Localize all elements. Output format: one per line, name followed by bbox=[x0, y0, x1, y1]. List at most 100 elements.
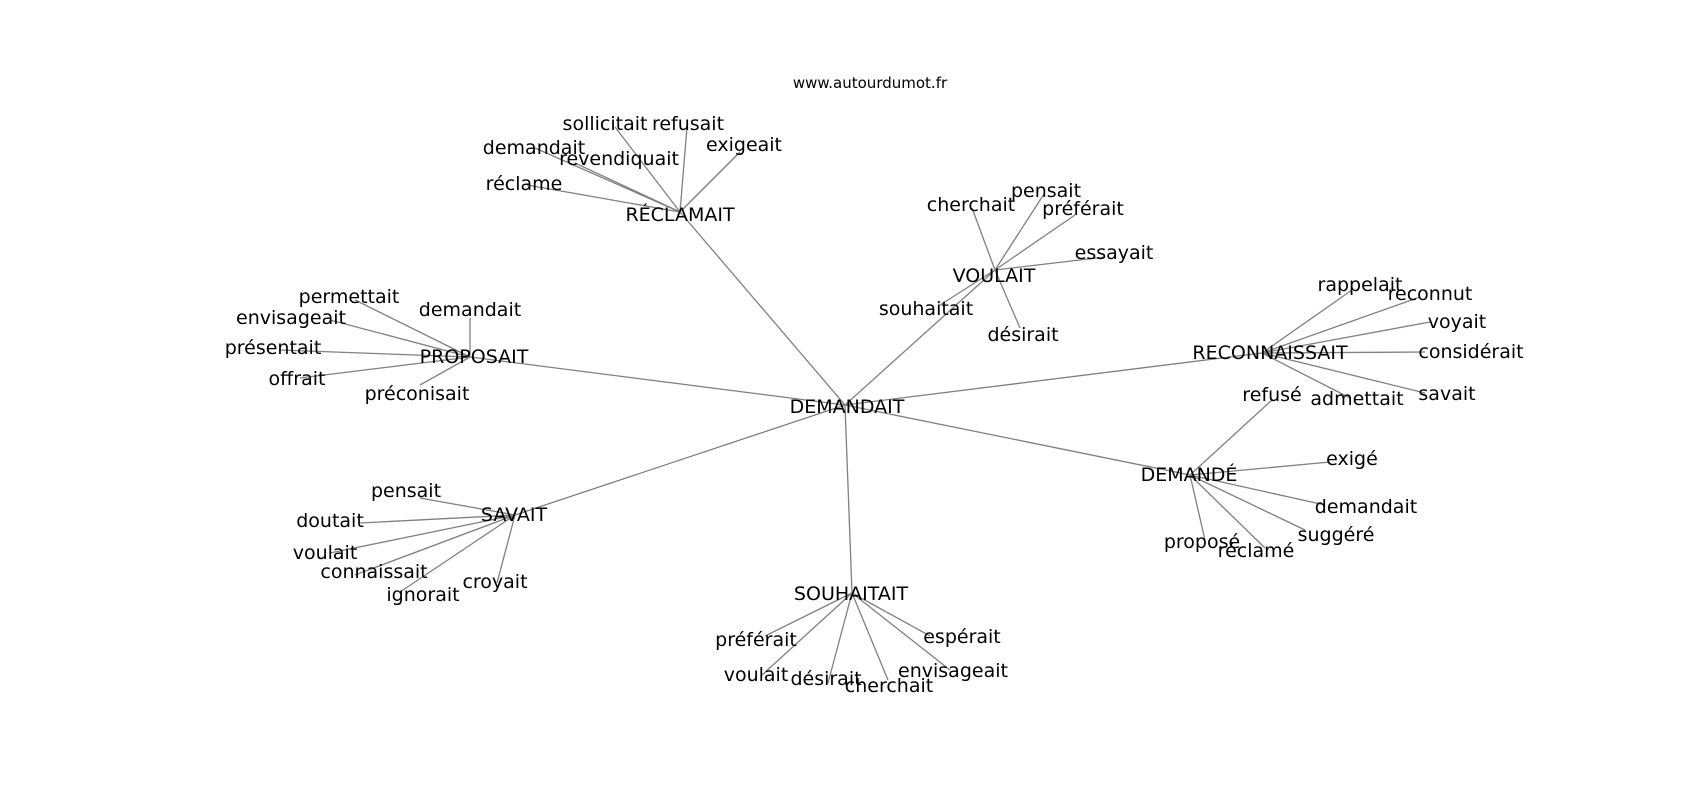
word-node: désirait bbox=[987, 324, 1058, 346]
edge-hub-to-word bbox=[1189, 474, 1326, 506]
edge-center-to-hub bbox=[679, 211, 846, 406]
edge-hub-to-word bbox=[329, 514, 516, 554]
edge-hub-to-word bbox=[761, 592, 853, 676]
word-node: pensait bbox=[1011, 180, 1081, 202]
word-node: proposé bbox=[1164, 531, 1240, 553]
word-node: préconisait bbox=[365, 383, 470, 405]
word-node: réclame bbox=[486, 173, 563, 195]
edge-hub-to-word bbox=[764, 592, 853, 637]
edge-hub-to-word bbox=[851, 592, 951, 671]
edge-hub-to-word bbox=[354, 299, 471, 358]
word-node: offrait bbox=[269, 368, 326, 390]
edge-hub-to-word bbox=[939, 269, 996, 306]
hub-node: PROPOSAIT bbox=[420, 346, 529, 368]
edge-hub-to-word bbox=[1189, 474, 1266, 549]
word-node: admettait bbox=[1310, 388, 1403, 410]
edge-hub-to-word bbox=[614, 126, 681, 213]
word-node: envisageait bbox=[236, 307, 346, 329]
hub-node: VOULAIT bbox=[953, 265, 1036, 287]
source-text: www.autourdumot.fr bbox=[793, 74, 948, 92]
edge-center-to-hub bbox=[844, 404, 853, 594]
edge-hub-to-word bbox=[1261, 351, 1426, 354]
edge-hub-to-word bbox=[359, 514, 516, 524]
word-node: demandait bbox=[419, 299, 521, 321]
edge-hub-to-word bbox=[851, 592, 889, 681]
edge-hub-to-word bbox=[994, 193, 1045, 271]
edge-hub-to-word bbox=[1189, 474, 1306, 531]
hub-node: RÉCLAMAIT bbox=[625, 203, 734, 226]
edge-hub-to-word bbox=[1261, 296, 1421, 354]
word-node: voulait bbox=[293, 542, 358, 564]
edge-hub-to-word bbox=[994, 269, 1021, 329]
edge-center-to-hub bbox=[469, 356, 846, 406]
word-node: préférait bbox=[1042, 198, 1124, 220]
edge-center-to-hub bbox=[844, 352, 1263, 406]
edge-hub-to-word bbox=[354, 514, 516, 576]
word-node: refusé bbox=[1242, 384, 1301, 406]
word-node: exigeait bbox=[706, 134, 782, 156]
edge-hub-to-word bbox=[1261, 289, 1353, 354]
edge-hub-to-word bbox=[827, 592, 853, 684]
graph-labels: www.autourdumot.fr DEMANDAIT RÉCLAMAIT sol… bbox=[225, 74, 1524, 697]
word-node: essayait bbox=[1075, 242, 1154, 264]
word-node: cherchait bbox=[927, 194, 1015, 216]
edge-hub-to-word bbox=[399, 514, 516, 593]
word-node: cherchait bbox=[845, 675, 933, 697]
word-node: espérait bbox=[923, 626, 1001, 648]
center-node: DEMANDAIT bbox=[790, 396, 905, 418]
hub-node: DEMANDÉ bbox=[1141, 463, 1238, 486]
edge-center-to-hub bbox=[844, 269, 996, 406]
word-node: désirait bbox=[790, 668, 861, 690]
hub-node: RECONNAISSAIT bbox=[1192, 342, 1348, 364]
edge-hub-to-word bbox=[679, 151, 741, 213]
word-node: suggéré bbox=[1298, 524, 1375, 546]
edge-center-to-hub bbox=[844, 404, 1191, 476]
edge-hub-to-word bbox=[574, 162, 681, 213]
word-node: exigé bbox=[1326, 448, 1378, 470]
edge-hub-to-word bbox=[994, 256, 1106, 271]
edge-hub-to-word bbox=[971, 207, 996, 271]
edge-hub-to-word bbox=[279, 349, 471, 358]
hub-node: SAVAIT bbox=[481, 504, 548, 526]
edge-hub-to-word bbox=[1189, 461, 1331, 476]
edge-hub-to-word bbox=[419, 356, 471, 386]
word-node: voulait bbox=[724, 664, 789, 686]
hub-node: SOUHAITAIT bbox=[794, 583, 909, 605]
word-node: considérait bbox=[1418, 341, 1523, 363]
edge-center-to-hub bbox=[514, 404, 846, 516]
edge-hub-to-word bbox=[994, 214, 1076, 271]
word-node: présentait bbox=[225, 337, 322, 359]
word-node: envisageait bbox=[898, 660, 1008, 682]
edge-hub-to-word bbox=[419, 497, 516, 516]
edge-hub-to-word bbox=[1189, 399, 1273, 476]
word-node: pensait bbox=[371, 480, 441, 502]
word-node: ignorait bbox=[386, 584, 459, 606]
word-node: préférait bbox=[715, 629, 797, 651]
graph-edges bbox=[279, 126, 1431, 684]
edge-hub-to-word bbox=[851, 592, 931, 637]
word-node: connaissait bbox=[320, 561, 427, 583]
edge-hub-to-word bbox=[1261, 321, 1431, 354]
edge-hub-to-word bbox=[496, 514, 516, 584]
edge-hub-to-word bbox=[1189, 474, 1206, 541]
edge-hub-to-word bbox=[1261, 352, 1351, 399]
word-node: reconnut bbox=[1388, 283, 1473, 305]
word-node: souhaitait bbox=[879, 298, 973, 320]
word-node: croyait bbox=[462, 571, 527, 593]
word-node: demandait bbox=[1315, 496, 1417, 518]
edge-hub-to-word bbox=[1261, 352, 1426, 394]
word-node: voyait bbox=[1428, 311, 1486, 333]
word-node: rappelait bbox=[1318, 274, 1403, 296]
edge-hub-to-word bbox=[299, 356, 471, 379]
edge-hub-to-word bbox=[526, 184, 681, 213]
word-node: revendiquait bbox=[559, 148, 679, 170]
word-node: doutait bbox=[296, 510, 364, 532]
word-node: permettait bbox=[299, 286, 400, 308]
word-node: refusait bbox=[652, 113, 724, 135]
word-node: savait bbox=[1418, 383, 1475, 405]
word-node: réclamé bbox=[1218, 540, 1295, 562]
edge-hub-to-word bbox=[679, 126, 688, 213]
word-node: sollicitait bbox=[563, 113, 648, 135]
word-node: demandait bbox=[483, 137, 585, 159]
